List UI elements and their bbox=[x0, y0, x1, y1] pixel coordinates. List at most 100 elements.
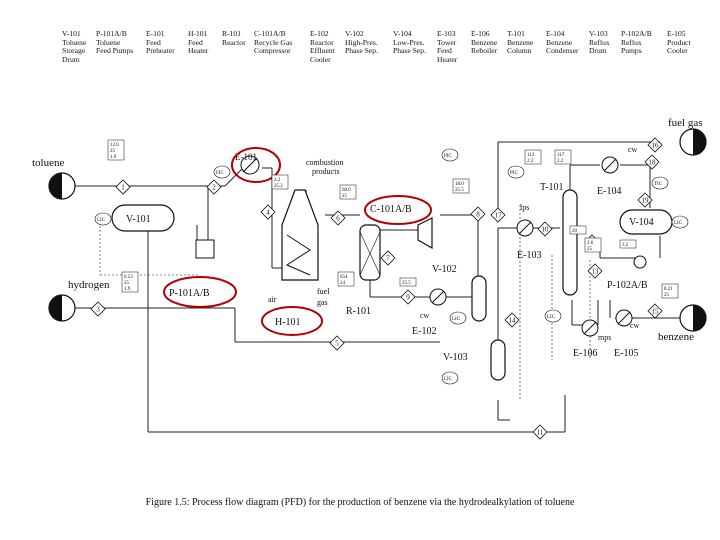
figure-caption: Figure 1.5: Process flow diagram (PFD) f… bbox=[145, 497, 575, 508]
svg-text:2.2: 2.2 bbox=[274, 178, 281, 183]
stream-1: 1 bbox=[115, 179, 131, 195]
legend-tag: V-103 bbox=[589, 29, 608, 38]
legend-tag: E-104 bbox=[546, 29, 565, 38]
legend-tag: P-101A/B bbox=[96, 29, 127, 38]
svg-text:3: 3 bbox=[96, 306, 100, 314]
legend-desc: Feed bbox=[188, 37, 203, 47]
legend-desc: Compressor bbox=[254, 46, 291, 56]
label-r101: R-101 bbox=[346, 306, 371, 317]
highlight-c101 bbox=[364, 195, 432, 225]
legend-desc: Feed Pumps bbox=[96, 46, 134, 56]
highlight-h101 bbox=[261, 306, 323, 336]
legend-desc: Product bbox=[667, 37, 691, 47]
stream-7: 7 bbox=[380, 250, 396, 266]
highlight-e101 bbox=[231, 147, 281, 183]
instrument-fic: FIC bbox=[216, 171, 224, 176]
svg-text:117: 117 bbox=[557, 153, 565, 158]
svg-text:2.2: 2.2 bbox=[557, 159, 564, 164]
legend-desc: Drum bbox=[62, 54, 80, 64]
legend-desc: Feed bbox=[437, 46, 452, 56]
instrument-lic-v101: LIC bbox=[97, 218, 106, 223]
legend-desc: Toluene bbox=[62, 37, 87, 47]
legend-tag: T-101 bbox=[507, 29, 525, 38]
stream-14: 14 bbox=[504, 312, 520, 328]
flag-s8: 25.5 bbox=[399, 277, 417, 287]
flag-s12: 20 bbox=[569, 225, 587, 235]
svg-text:5: 5 bbox=[335, 340, 339, 348]
svg-text:25: 25 bbox=[587, 247, 593, 252]
label-e104: E-104 bbox=[597, 186, 621, 197]
legend-desc: Condenser bbox=[546, 46, 579, 56]
legend-desc: Reflux bbox=[589, 37, 610, 47]
instrument-lic-v104: LIC bbox=[674, 221, 683, 226]
label-benzene: benzene bbox=[658, 331, 694, 343]
svg-text:14: 14 bbox=[509, 317, 517, 325]
flag-s11: 2.625 bbox=[584, 237, 602, 253]
svg-text:6: 6 bbox=[336, 215, 340, 223]
toluene-feed-symbol bbox=[48, 172, 76, 200]
svg-text:25: 25 bbox=[110, 149, 116, 154]
legend-desc: Reboiler bbox=[471, 46, 498, 56]
label-t101: T-101 bbox=[540, 182, 564, 193]
legend-desc: Pumps bbox=[621, 46, 642, 56]
r101-reactor bbox=[359, 224, 381, 281]
p101-pump bbox=[195, 239, 215, 259]
svg-text:12.0: 12.0 bbox=[110, 143, 119, 148]
svg-text:3.2: 3.2 bbox=[622, 243, 629, 248]
label-v104: V-104 bbox=[629, 217, 654, 228]
svg-text:20: 20 bbox=[572, 229, 578, 234]
line-to-e101 bbox=[224, 167, 244, 187]
stream-6: 6 bbox=[330, 210, 346, 226]
label-hydrogen: hydrogen bbox=[68, 279, 110, 291]
stream-4: 4 bbox=[260, 204, 276, 220]
svg-text:18: 18 bbox=[649, 159, 657, 167]
instrument-lic-v102: LIC bbox=[452, 317, 461, 322]
svg-text:25.5: 25.5 bbox=[455, 188, 464, 193]
legend-desc: Phase Sep. bbox=[345, 46, 378, 56]
svg-text:25: 25 bbox=[124, 281, 130, 286]
label-p102: P-102A/B bbox=[607, 280, 648, 291]
legend-tag: V-104 bbox=[393, 29, 412, 38]
stream-19: 19 bbox=[637, 192, 653, 208]
legend-desc: Benzene bbox=[546, 37, 573, 47]
label-combustion-2: products bbox=[312, 167, 340, 176]
instrument-tic: TIC bbox=[654, 182, 663, 187]
legend-desc: Tower bbox=[437, 37, 457, 47]
svg-text:1: 1 bbox=[121, 184, 125, 192]
stream-15: 15 bbox=[647, 303, 663, 319]
label-toluene: toluene bbox=[32, 157, 64, 169]
flag-s6: 60.025 bbox=[339, 184, 357, 200]
label-combustion-1: combustion bbox=[306, 158, 343, 167]
svg-text:13: 13 bbox=[592, 268, 600, 276]
legend-tag: E-105 bbox=[667, 29, 686, 38]
hydrogen-feed-symbol bbox=[48, 294, 76, 322]
label-mps: mps bbox=[598, 333, 611, 342]
instruments: LIC FIC PIC PIC LIC LIC LIC LIC TIC bbox=[94, 148, 689, 385]
label-e101: E-101 bbox=[235, 152, 257, 162]
legend-tag: R-101 bbox=[222, 29, 241, 38]
svg-text:112: 112 bbox=[527, 153, 535, 158]
label-h101: H-101 bbox=[275, 317, 301, 328]
legend-desc: Cooler bbox=[310, 54, 331, 64]
label-c101: C-101A/B bbox=[370, 204, 412, 215]
flag-s14: 3.2 bbox=[619, 239, 637, 249]
p102-pump bbox=[633, 255, 647, 269]
legend-tag: V-101 bbox=[62, 29, 81, 38]
legend-desc: Drum bbox=[589, 46, 607, 56]
label-v102: V-102 bbox=[432, 264, 457, 275]
stream-16: 16 bbox=[647, 137, 663, 153]
